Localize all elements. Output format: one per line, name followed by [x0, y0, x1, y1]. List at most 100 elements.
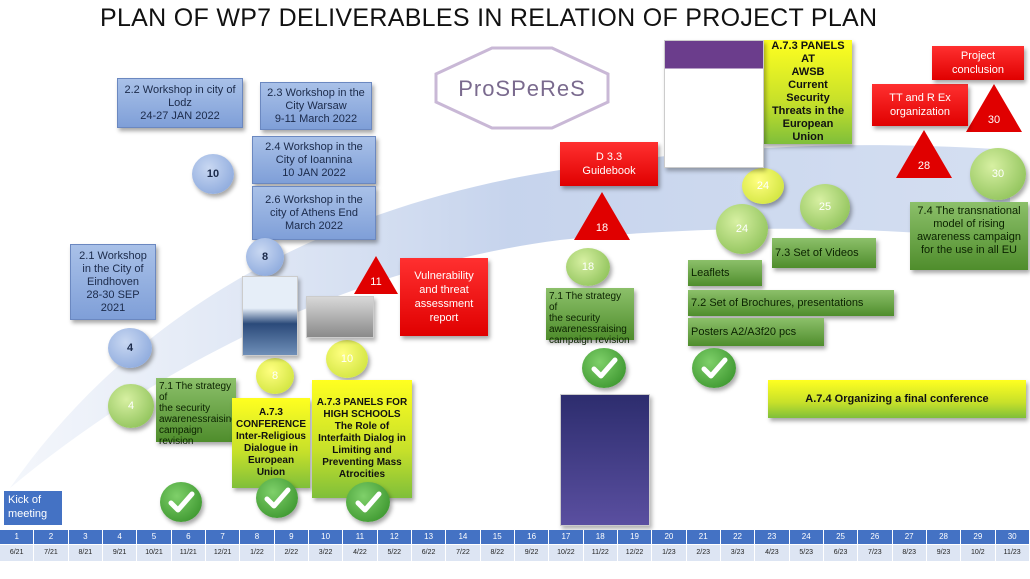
timeline-date-cell: 12/22 [617, 545, 653, 561]
timeline-month-cell: 11 [343, 530, 378, 544]
timeline-date-cell: 11/21 [171, 545, 206, 561]
timeline-date-cell: 3/22 [308, 545, 344, 561]
milestone-4-green-circle: 4 [108, 384, 154, 428]
timeline-date-cell: 1/22 [240, 545, 275, 561]
timeline-date-cell: 3/23 [720, 545, 756, 561]
timeline-date-cell: 8/22 [480, 545, 515, 561]
timeline-month-cell: 20 [652, 530, 687, 544]
workshop-lodz: 2.2 Workshop in city of Lodz 24-27 JAN 2… [117, 78, 243, 128]
timeline-date-cell: 12/21 [205, 545, 241, 561]
workshop-eindhoven: 2.1 Workshop in the City of Eindhoven 28… [70, 244, 156, 320]
milestone-24-circle: 24 [716, 204, 768, 254]
tt-rex-box: TT and R Ex organization [872, 84, 968, 126]
timeline-date-cell: 4/23 [755, 545, 790, 561]
timeline-month-cell: 21 [686, 530, 721, 544]
timeline-month-cell: 25 [823, 530, 859, 544]
page-title: PLAN OF WP7 DELIVERABLES IN RELATION OF … [100, 4, 878, 32]
panels-high-schools-box: A.7.3 PANELS FOR HIGH SCHOOLS The Role o… [312, 380, 412, 498]
timeline-month-cell: 15 [480, 530, 515, 544]
timeline-month-cell: 7 [205, 530, 241, 544]
conference-poster-thumbnail [242, 276, 298, 356]
timeline-date-cell: 2/23 [686, 545, 721, 561]
milestone-10-circle: 10 [192, 154, 234, 194]
timeline-month-cell: 9 [274, 530, 309, 544]
timeline-month-cell: 29 [961, 530, 996, 544]
check-icon [346, 482, 390, 522]
guidebook-box: D 3.3 Guidebook [560, 142, 658, 186]
timeline-month-cell: 8 [240, 530, 275, 544]
brochures-box: 7.2 Set of Brochures, presentations [688, 290, 894, 316]
milestone-4-circle: 4 [108, 328, 152, 368]
timeline-date-cell: 11/23 [995, 545, 1030, 561]
timeline-month-cell: 27 [892, 530, 927, 544]
timeline-date-cell: 10/21 [137, 545, 172, 561]
conference-box: A.7.3 CONFERENCE Inter-Religious Dialogu… [232, 398, 310, 488]
timeline-month-cell: 18 [583, 530, 618, 544]
timeline-month-cell: 23 [755, 530, 790, 544]
panel-photo-thumbnail [306, 296, 374, 338]
timeline-month-cell: 19 [617, 530, 653, 544]
milestone-10-yellow-circle: 10 [326, 340, 368, 378]
timeline-month-cell: 17 [549, 530, 584, 544]
milestone-18-circle: 18 [566, 248, 610, 286]
posters-box: Posters A2/A3f20 pcs [688, 318, 824, 346]
triangle-11: 11 [354, 256, 398, 294]
milestone-8-circle: 8 [246, 238, 284, 276]
timeline-month-cell: 13 [411, 530, 447, 544]
timeline-month-cell: 14 [446, 530, 481, 544]
timeline-month-cell: 24 [789, 530, 824, 544]
timeline-month-cell: 12 [377, 530, 412, 544]
timeline-date-cell: 10/2 [961, 545, 996, 561]
timeline-date-cell: 7/22 [446, 545, 481, 561]
strategy-document-thumbnail [560, 394, 650, 526]
strategy-box-1: 7.1 The strategy of the security awarene… [156, 378, 237, 447]
leaflets-box: Leaflets [688, 260, 762, 286]
workshop-ioannina: 2.4 Workshop in the City of Ioannina 10 … [252, 136, 376, 184]
timeline-date-cell: 7/23 [858, 545, 893, 561]
check-icon [692, 348, 736, 388]
timeline-date-cell: 1/23 [652, 545, 687, 561]
panels-awsb-box: A.7.3 PANELS AT AWSB Current Security Th… [764, 40, 852, 144]
final-conference-box: A.7.4 Organizing a final conference [768, 380, 1026, 418]
workshop-warsaw: 2.3 Workshop in the City Warsaw 9-11 Mar… [260, 82, 372, 130]
videos-box: 7.3 Set of Videos [772, 238, 876, 268]
timeline-month-cell: 2 [34, 530, 69, 544]
timeline-date-cell: 9/21 [102, 545, 138, 561]
timeline-date-cell: 8/23 [892, 545, 927, 561]
timeline-month-cell: 16 [514, 530, 550, 544]
timeline-date-cell: 6/22 [411, 545, 447, 561]
timeline-date-cell: 2/22 [274, 545, 309, 561]
timeline-date-cell: 5/23 [789, 545, 824, 561]
kick-off-meeting-label: Kick of meeting [4, 491, 62, 525]
timeline-month-cell: 30 [995, 530, 1030, 544]
transnational-model-box: 7.4 The transnational model of rising aw… [910, 202, 1028, 270]
triangle-28: 28 [896, 130, 952, 178]
milestone-24-yellow-circle: 24 [742, 168, 784, 204]
strategy-box-2: 7.1 The strategy of the security awarene… [546, 288, 634, 346]
timeline-month-cell: 28 [926, 530, 962, 544]
timeline-month-cell: 4 [102, 530, 138, 544]
timeline-date-cell: 10/22 [549, 545, 584, 561]
timeline-month-cell: 26 [858, 530, 893, 544]
vulnerability-report-box: Vulnerability and threat assessment repo… [400, 258, 488, 336]
timeline-month-cell: 1 [0, 530, 35, 544]
timeline-month-cell: 5 [137, 530, 172, 544]
check-icon [582, 348, 626, 388]
timeline-date-cell: 9/23 [926, 545, 962, 561]
milestone-30-circle: 30 [970, 148, 1026, 200]
project-conclusion-box: Project conclusion [932, 46, 1024, 80]
prosperes-logo: ProSPeReS [458, 76, 586, 101]
awsb-document-thumbnail [664, 40, 764, 168]
triangle-18: 18 [574, 192, 630, 240]
timeline-month-cell: 22 [720, 530, 756, 544]
timeline-date-cell: 6/23 [823, 545, 859, 561]
check-icon [256, 478, 298, 518]
triangle-30: 30 [966, 84, 1022, 132]
check-icon [160, 482, 202, 522]
milestone-8-yellow-circle: 8 [256, 358, 294, 394]
timeline-month-cell: 3 [68, 530, 103, 544]
timeline-date-cell: 9/22 [514, 545, 550, 561]
